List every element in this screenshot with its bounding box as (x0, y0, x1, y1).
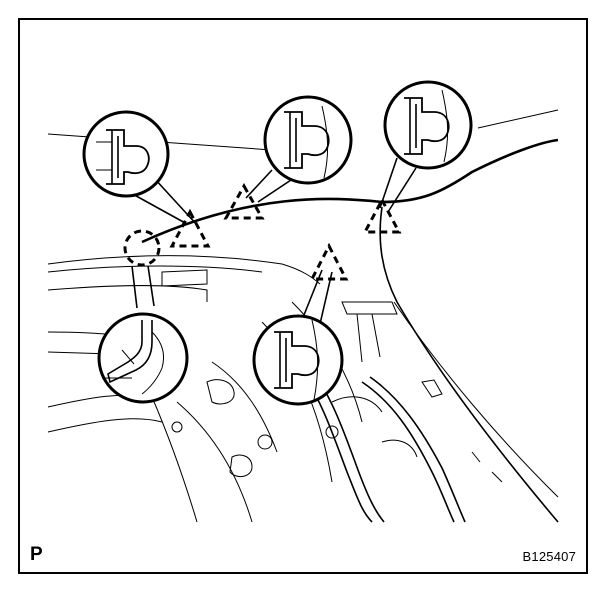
roof-outline (47, 109, 559, 523)
circle-marker-left (123, 229, 161, 267)
triangle-marker-lower (309, 242, 349, 281)
diagram-frame: P B125407 (18, 18, 588, 574)
vehicle-interior-illustration (47, 80, 559, 523)
callout-hook-left (97, 312, 189, 404)
callout-clip-right (383, 80, 473, 170)
clip-location-markers (123, 182, 402, 281)
triangle-marker-center (223, 182, 265, 220)
triangle-marker-right (362, 196, 402, 234)
corner-label: P (30, 544, 43, 565)
figure-code: B125407 (522, 549, 576, 564)
callout-clip-center (263, 95, 353, 185)
callout-clip-left (82, 110, 170, 198)
wire-harness (301, 366, 503, 523)
callout-leaders (128, 157, 417, 325)
callout-clip-lower (252, 314, 344, 406)
body-panels (47, 269, 398, 523)
